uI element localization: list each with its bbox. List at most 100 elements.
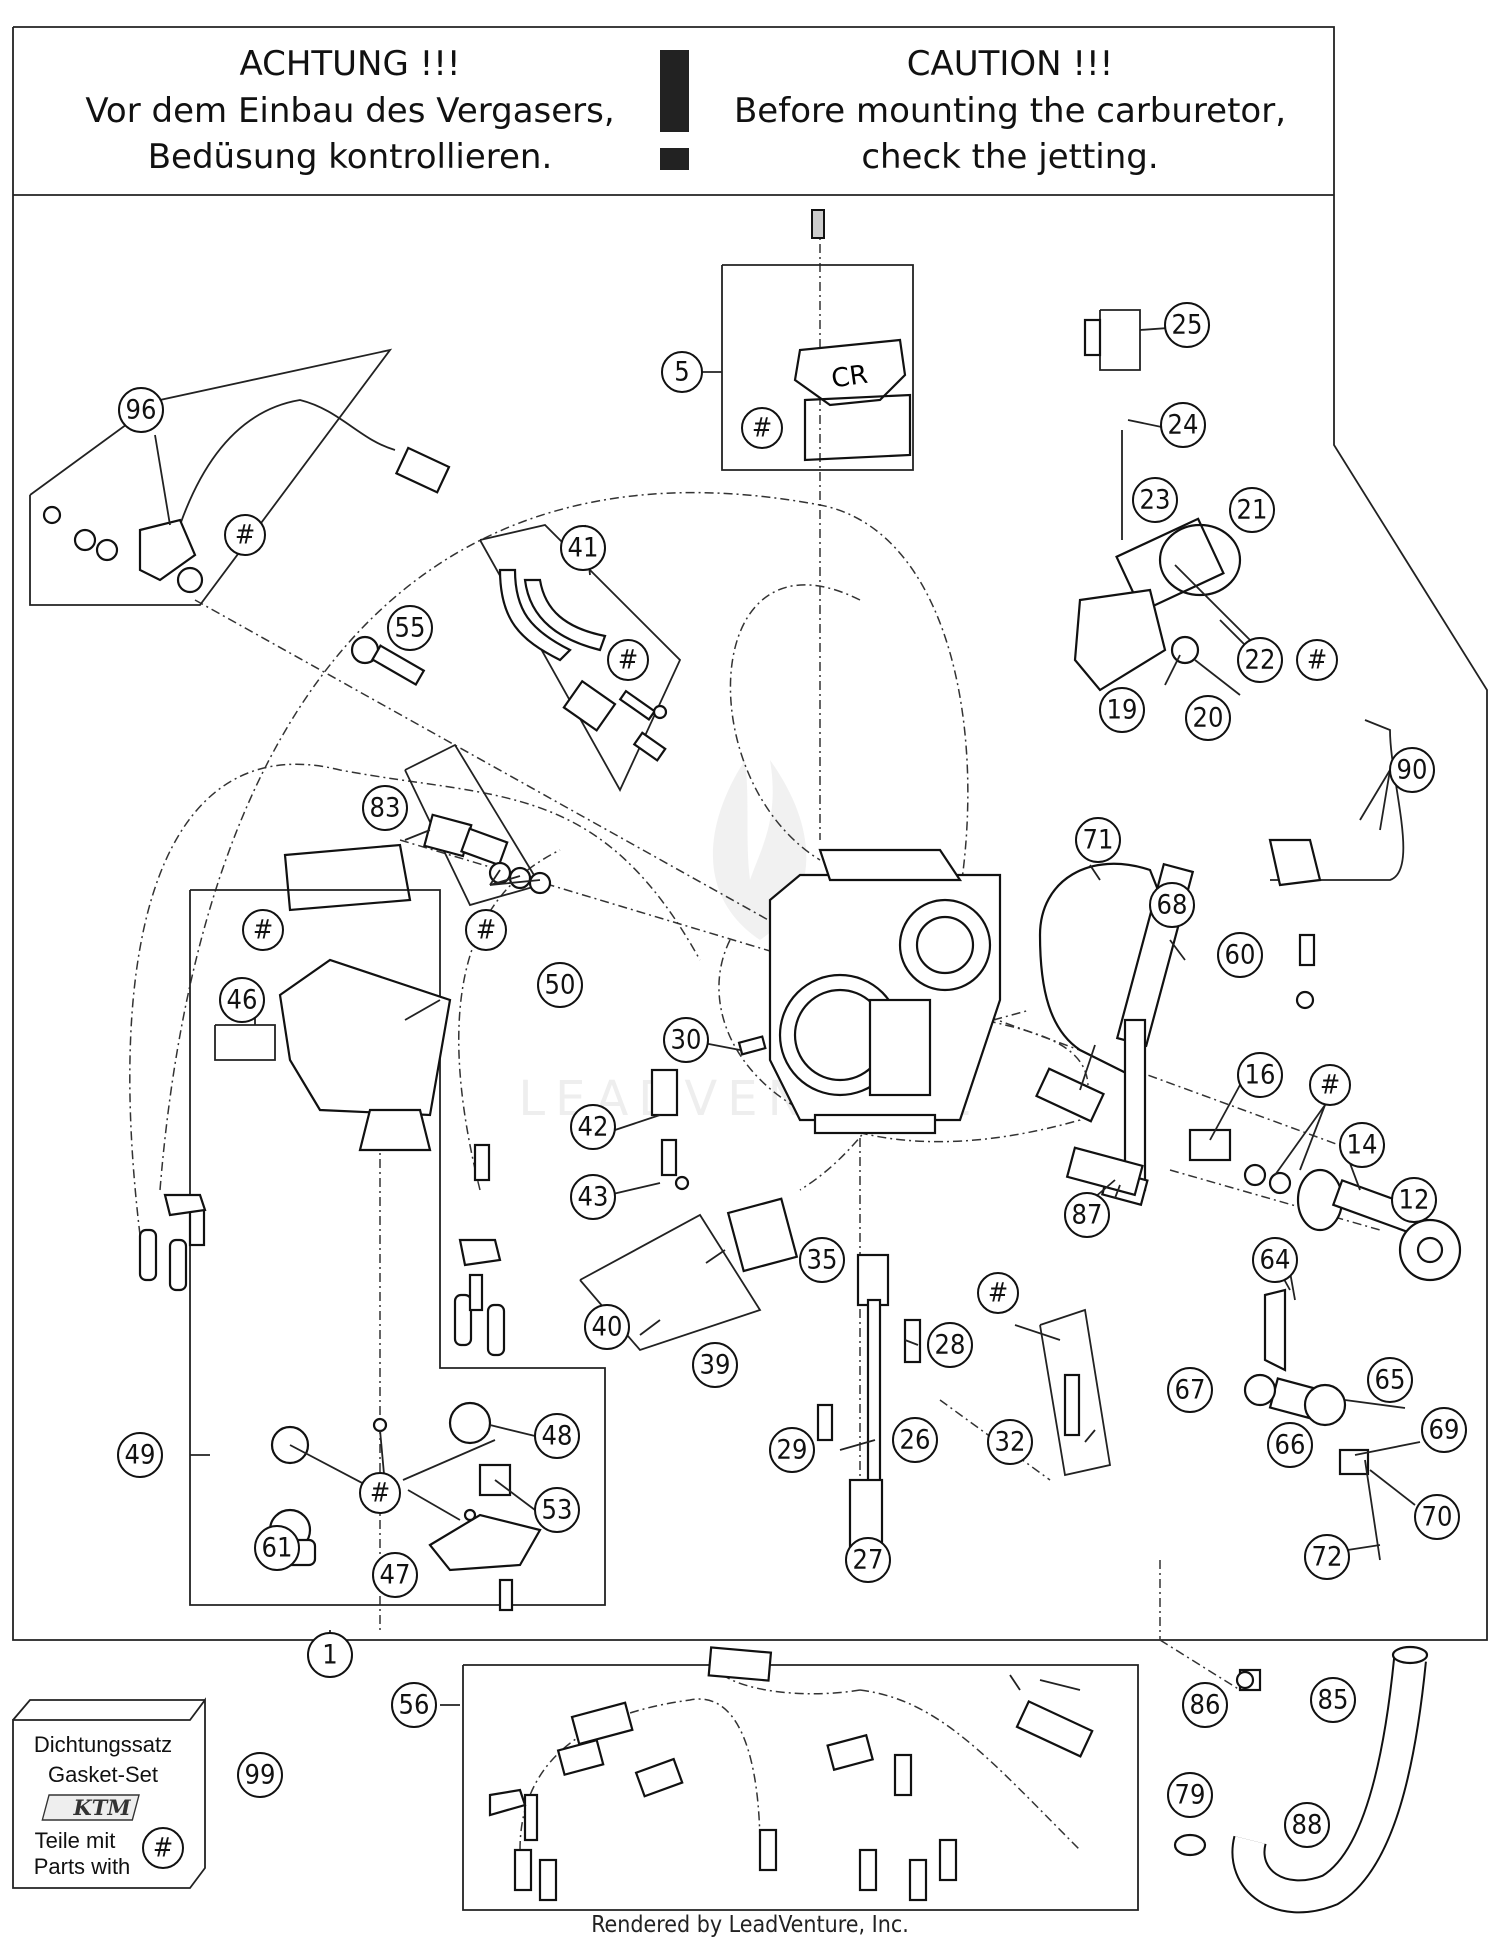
callouts: 5 # 96 # 41 # 55 83 # # 50 46 30 42 43 3… (117, 302, 1467, 1848)
callout-90: 90 (1389, 747, 1435, 793)
svg-text:#: # (1307, 645, 1327, 676)
adjust-screw (350, 635, 426, 687)
callout-20: 20 (1185, 695, 1231, 741)
callout-87: 87 (1064, 1192, 1110, 1238)
svg-text:12: 12 (1399, 1185, 1430, 1216)
callout-56: 56 (391, 1682, 437, 1728)
svg-text:69: 69 (1429, 1415, 1460, 1446)
gasket-parts-en: Parts with (34, 1854, 131, 1879)
svg-text:42: 42 (578, 1112, 609, 1143)
callout-26: 26 (892, 1417, 938, 1463)
callout-29: 29 (769, 1427, 815, 1473)
svg-text:#: # (370, 1478, 390, 1509)
svg-text:14: 14 (1347, 1130, 1378, 1161)
ktm-logo: KTM (41, 1794, 140, 1821)
svg-text:#: # (235, 520, 255, 551)
svg-text:26: 26 (900, 1425, 931, 1456)
svg-text:20: 20 (1193, 703, 1224, 734)
svg-text:85: 85 (1318, 1685, 1349, 1716)
callout-69: 69 (1421, 1407, 1467, 1453)
cover-box (721, 264, 914, 471)
callout-hash-32: # (977, 1272, 1019, 1314)
svg-text:27: 27 (853, 1545, 884, 1576)
callout-64: 64 (1252, 1237, 1298, 1283)
callout-22: 22 (1237, 637, 1283, 683)
cover-label: CR (830, 360, 870, 395)
callout-14: 14 (1339, 1122, 1385, 1168)
float-bowl-parts (138, 1143, 542, 1612)
callout-23: 23 (1132, 477, 1178, 523)
callout-hash-22: # (1296, 639, 1338, 681)
pilot-box (1039, 1308, 1112, 1477)
render-credit: Rendered by LeadVenture, Inc. (591, 1912, 909, 1938)
callout-46: 46 (219, 977, 265, 1023)
callout-83: 83 (362, 785, 408, 831)
svg-text:64: 64 (1260, 1245, 1291, 1276)
svg-text:#: # (476, 915, 496, 946)
callout-25: 25 (1164, 302, 1210, 348)
gasket-parts-de: Teile mit (35, 1828, 116, 1853)
svg-text:25: 25 (1172, 310, 1203, 341)
gasket-set-en: Gasket-Set (48, 1762, 158, 1787)
callout-60: 60 (1217, 932, 1263, 978)
svg-text:22: 22 (1245, 645, 1276, 676)
exclamation-icon (660, 50, 689, 132)
callout-47: 47 (372, 1552, 418, 1598)
svg-text:49: 49 (125, 1440, 156, 1471)
callout-hash-bowl: # (359, 1472, 401, 1514)
hose-box (462, 1664, 1139, 1911)
callout-67: 67 (1167, 1367, 1213, 1413)
svg-text:21: 21 (1237, 495, 1268, 526)
callout-5: 5 (661, 351, 703, 393)
jets (650, 1035, 1081, 1552)
svg-text:48: 48 (542, 1421, 573, 1452)
callout-65: 65 (1367, 1357, 1413, 1403)
callout-70: 70 (1414, 1494, 1460, 1540)
callout-53: 53 (534, 1487, 580, 1533)
svg-text:46: 46 (227, 985, 258, 1016)
callout-85: 85 (1310, 1677, 1356, 1723)
callout-79: 79 (1167, 1772, 1213, 1818)
callout-hash-83: # (465, 909, 507, 951)
callout-hash-cover: # (741, 407, 783, 449)
hose-clamp (1173, 1833, 1207, 1857)
callout-24: 24 (1160, 402, 1206, 448)
callout-86: 86 (1182, 1682, 1228, 1728)
svg-text:99: 99 (245, 1760, 276, 1791)
needle-box (1099, 309, 1141, 371)
svg-text:16: 16 (1245, 1060, 1276, 1091)
svg-text:30: 30 (671, 1025, 702, 1056)
throttle-cable (1268, 719, 1405, 1010)
svg-text:87: 87 (1072, 1200, 1103, 1231)
caution-de-line2: Bedüsung kontrollieren. (148, 137, 553, 177)
vent-tube (1065, 1146, 1144, 1197)
callout-61: 61 (254, 1525, 300, 1571)
svg-text:71: 71 (1083, 825, 1114, 856)
hash-symbol: # (153, 1833, 173, 1864)
svg-text:70: 70 (1422, 1502, 1453, 1533)
callout-30: 30 (663, 1017, 709, 1063)
callout-12: 12 (1391, 1177, 1437, 1223)
svg-text:43: 43 (578, 1182, 609, 1213)
callout-71: 71 (1075, 817, 1121, 863)
callout-68: 68 (1149, 882, 1195, 928)
svg-text:90: 90 (1397, 755, 1428, 786)
svg-text:39: 39 (700, 1350, 731, 1381)
top-cover: CR (793, 209, 912, 462)
svg-text:67: 67 (1175, 1375, 1206, 1406)
callout-hash-float: # (242, 909, 284, 951)
callout-19: 19 (1099, 687, 1145, 733)
svg-text:28: 28 (935, 1330, 966, 1361)
callout-39: 39 (692, 1342, 738, 1388)
callout-42: 42 (570, 1104, 616, 1150)
leader-lines (154, 324, 1421, 1706)
svg-text:#: # (988, 1278, 1008, 1309)
svg-text:19: 19 (1107, 695, 1138, 726)
svg-text:#: # (618, 645, 638, 676)
callout-35: 35 (799, 1237, 845, 1283)
svg-text:72: 72 (1312, 1542, 1343, 1573)
main-frame (12, 26, 1488, 1641)
svg-text:61: 61 (262, 1533, 293, 1564)
svg-text:88: 88 (1292, 1810, 1323, 1841)
